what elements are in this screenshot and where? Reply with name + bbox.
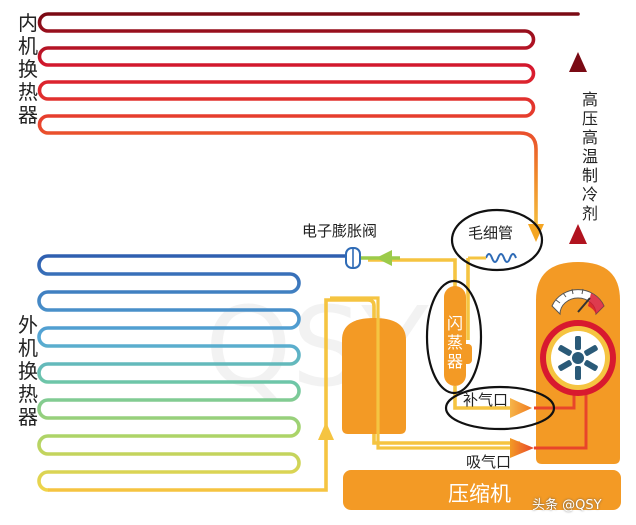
- watermark-text: 头条 @QSY: [532, 498, 602, 513]
- riser-arrow-top: [569, 52, 587, 72]
- gauge-ticks: [555, 288, 584, 304]
- compressor-label: 压缩机: [448, 482, 511, 506]
- flash-tank-outlet: [462, 344, 472, 364]
- return-arrow-up: [318, 422, 334, 440]
- capillary-coil: [485, 253, 517, 263]
- suction-label: 吸气口: [466, 453, 512, 471]
- refrigerant-label: 高压高温制冷剂: [581, 90, 598, 223]
- vapor-injection-highlight: [444, 385, 556, 431]
- flash-tank-highlight: [425, 279, 483, 395]
- accumulator: [342, 318, 406, 434]
- outdoor-exchanger-label: 外机换热器: [18, 313, 38, 429]
- eev-label: 电子膨胀阀: [302, 222, 378, 240]
- gauge-needle: [577, 297, 591, 313]
- fan-icon: [558, 336, 598, 380]
- riser-arrow-bottom: [569, 224, 587, 244]
- vapor-injection-label: 补气口: [463, 391, 509, 409]
- indoor-coil: [37, 12, 580, 234]
- flash-tank-label: 闪蒸器: [446, 314, 463, 371]
- outdoor-coil: [37, 254, 350, 492]
- outdoor-return-line: [48, 298, 520, 492]
- vapor-injection-arrow: [510, 398, 532, 418]
- accumulator-pipe: [330, 296, 520, 450]
- capillary-label: 毛细管: [468, 224, 514, 242]
- indoor-exchanger-label: 内机换热器: [18, 11, 38, 127]
- suction-arrow: [510, 438, 534, 458]
- capillary-highlight: [450, 208, 544, 272]
- eev-flow-arrow: [376, 250, 392, 266]
- flash-tank-body: [444, 286, 466, 386]
- compressor-base: [343, 470, 621, 510]
- gauge-red-zone: [588, 293, 604, 314]
- compressor-internal-lines: [534, 392, 588, 450]
